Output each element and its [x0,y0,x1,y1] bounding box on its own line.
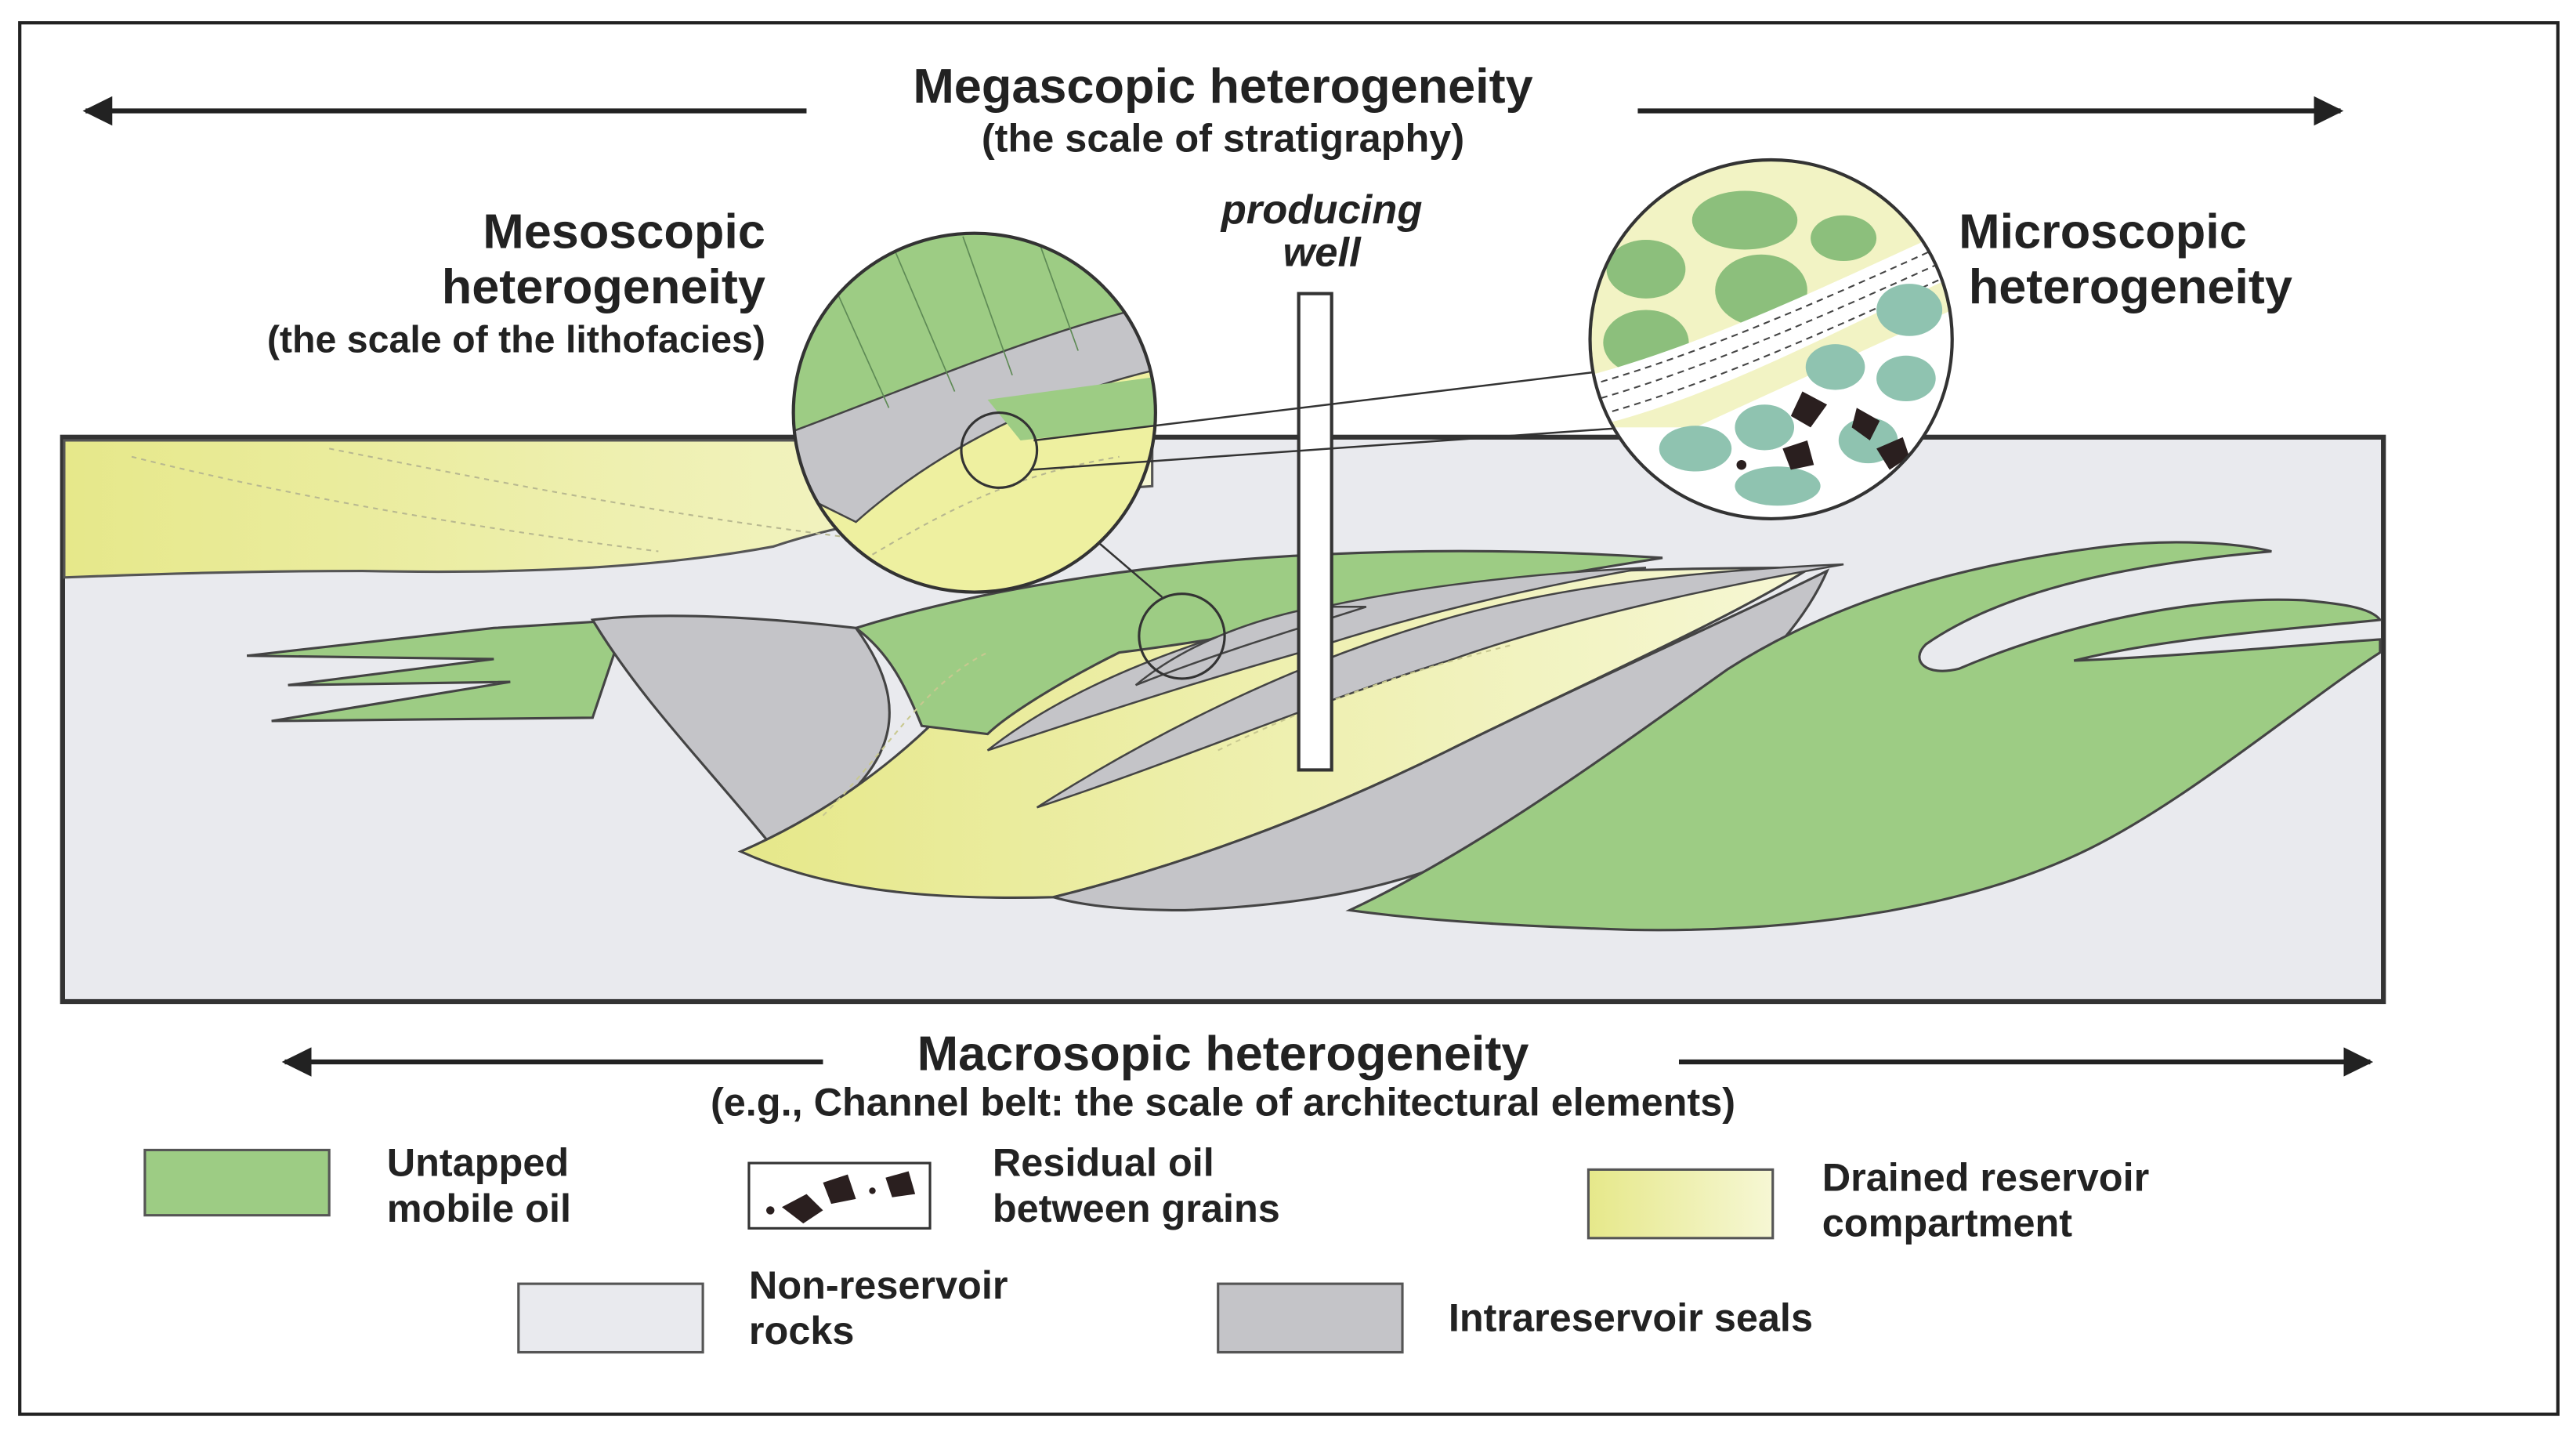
mesoscopic-line2: heterogeneity [442,259,765,314]
legend-label-seals: Intrareservoir seals [1449,1296,1813,1340]
untapped-right-body [1345,541,2382,932]
microscopic-line1: Microscopic [1959,205,2247,259]
legend-label-nonreservoir-line2: rocks [749,1309,855,1353]
legend-label-drained-line1: Drained reservoir [1822,1156,2149,1200]
legend-swatch-untapped [143,1148,331,1217]
legend-label-untapped-line2: mobile oil [387,1187,571,1230]
megascopic-subtitle: (the scale of stratigraphy) [982,117,1464,161]
megascopic-title: Megascopic heterogeneity [913,59,1532,114]
legend-swatch-nonreservoir [517,1282,704,1354]
meso-zoom-marker [1138,592,1226,680]
legend-swatch-drained [1586,1168,1775,1240]
microscopic-line2: heterogeneity [1969,259,2292,314]
mesoscopic-zoom-circle [791,231,1157,594]
legend-label-nonreservoir-line1: Non-reservoir [749,1263,1008,1307]
well-label-line2: well [1283,230,1362,275]
legend-label-untapped-line1: Untapped [387,1141,569,1185]
legend-swatch-seals [1217,1282,1404,1354]
legend: Untapped mobile oil Residual oil between… [143,1141,2149,1354]
left-green-fingers [246,618,628,723]
cross-section [60,292,2386,1005]
mesoscopic-line3: (the scale of the lithofacies) [267,319,765,361]
legend-label-residual-line1: Residual oil [993,1141,1214,1185]
gray-seal-streak-2 [986,567,1647,752]
legend-label-drained-line2: compartment [1822,1201,2073,1245]
gray-channel-base [590,614,891,850]
microscopic-zoom-circle [1588,158,1954,520]
producing-well [1297,292,1333,772]
well-label-line1: producing [1220,187,1423,233]
legend-label-residual-line2: between grains [993,1187,1280,1230]
gray-seal-streak-3 [1134,606,1367,687]
mesoscopic-line1: Mesoscopic [483,205,765,259]
macroscopic-subtitle: (e.g., Channel belt: the scale of archit… [711,1081,1735,1125]
macroscopic-title: Macrosopic heterogeneity [917,1027,1529,1082]
